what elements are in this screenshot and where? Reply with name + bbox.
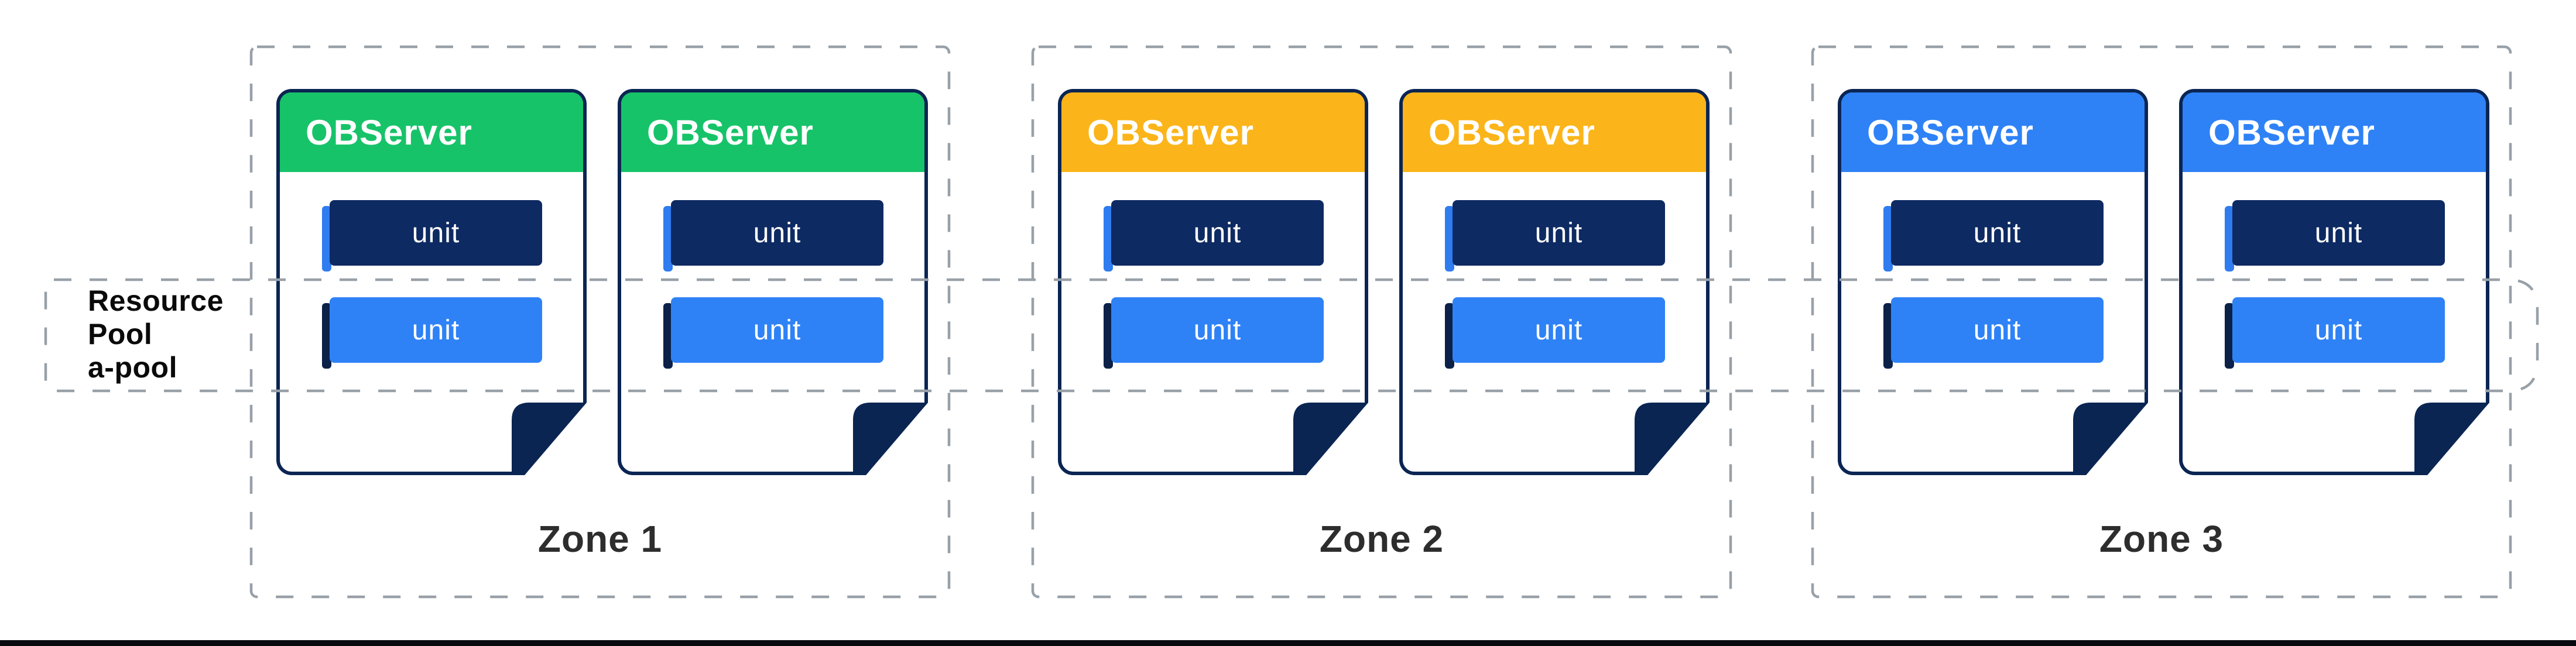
unit-label: unit [671, 297, 883, 363]
unit-box: unit [663, 200, 883, 272]
folded-corner [853, 403, 928, 475]
observer-card: OBServer unit unit [1838, 89, 2148, 475]
folded-corner [2414, 403, 2489, 475]
unit-label: unit [330, 297, 542, 363]
unit-box: unit [1883, 297, 2104, 369]
unit-box: unit [1104, 297, 1324, 369]
folded-corner [1293, 403, 1368, 475]
observer-card: OBServer unit unit [276, 89, 587, 475]
folded-corner [512, 403, 587, 475]
resource-pool-label-line: a-pool [88, 351, 177, 384]
zone-label: Zone 1 [537, 518, 663, 560]
observer-card-header: OBServer [1841, 92, 2145, 172]
resource-pool-label: Resource Pool a-pool [88, 284, 224, 384]
zone-3: OBServer unit unit OBServer unit [1811, 46, 2512, 598]
observer-title: OBServer [647, 112, 814, 152]
unit-label: unit [1111, 200, 1324, 266]
observer-title: OBServer [306, 112, 472, 152]
observer-card: OBServer unit unit [618, 89, 928, 475]
unit-box: unit [2225, 297, 2445, 369]
unit-label: unit [2232, 297, 2445, 363]
unit-label: unit [671, 200, 883, 266]
observer-card-header: OBServer [1061, 92, 1365, 172]
unit-label: unit [330, 200, 542, 266]
bottom-border-bar [0, 640, 2576, 646]
folded-corner [2073, 403, 2148, 475]
unit-box: unit [663, 297, 883, 369]
observer-card: OBServer unit unit [1399, 89, 1710, 475]
unit-label: unit [1111, 297, 1324, 363]
observer-title: OBServer [2208, 112, 2375, 152]
resource-pool-label-line: Pool [88, 318, 153, 351]
unit-label: unit [1453, 297, 1665, 363]
folded-corner [1635, 403, 1710, 475]
unit-box: unit [1445, 297, 1665, 369]
observer-title: OBServer [1429, 112, 1595, 152]
observer-title: OBServer [1867, 112, 2034, 152]
observer-card-header: OBServer [280, 92, 583, 172]
observer-card: OBServer unit unit [1058, 89, 1368, 475]
observer-card: OBServer unit unit [2179, 89, 2489, 475]
unit-label: unit [1453, 200, 1665, 266]
unit-box: unit [2225, 200, 2445, 272]
observer-title: OBServer [1087, 112, 1254, 152]
zone-2: OBServer unit unit OBServer unit [1032, 46, 1732, 598]
unit-box: unit [322, 200, 542, 272]
unit-label: unit [1891, 297, 2104, 363]
unit-box: unit [322, 297, 542, 369]
observer-card-header: OBServer [2183, 92, 2486, 172]
unit-label: unit [2232, 200, 2445, 266]
unit-label: unit [1891, 200, 2104, 266]
zone-label: Zone 3 [2099, 518, 2224, 560]
zone-1: OBServer unit unit OBServer unit [250, 46, 950, 598]
unit-box: unit [1445, 200, 1665, 272]
observer-card-header: OBServer [1403, 92, 1706, 172]
zone-label: Zone 2 [1319, 518, 1444, 560]
unit-box: unit [1883, 200, 2104, 272]
unit-box: unit [1104, 200, 1324, 272]
resource-pool-label-line: Resource [88, 284, 224, 317]
observer-card-header: OBServer [621, 92, 924, 172]
